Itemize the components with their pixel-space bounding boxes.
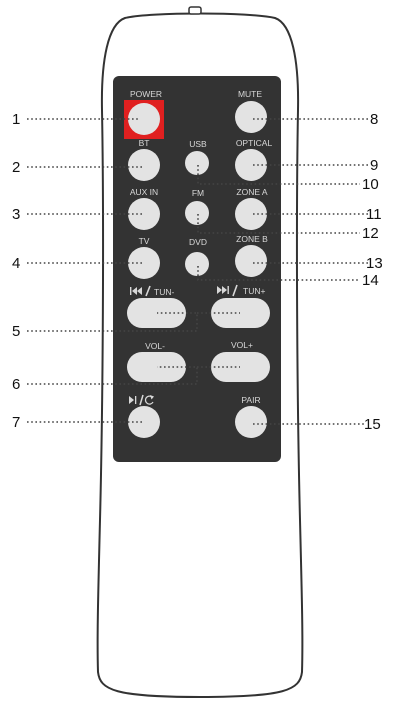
- vol-minus-button[interactable]: [127, 352, 186, 382]
- callout-6: 6: [12, 376, 20, 393]
- callout-4: 4: [12, 255, 20, 272]
- zone-b-label: ZONE B: [236, 234, 268, 244]
- leader-14: [197, 266, 360, 281]
- callout-8: 8: [370, 111, 378, 128]
- callout-2: 2: [12, 159, 20, 176]
- tv-label: TV: [139, 236, 150, 246]
- fm-button[interactable]: [185, 201, 209, 225]
- skip-back-icon: [130, 285, 151, 297]
- callout-5: 5: [12, 323, 20, 340]
- callout-15: 15: [364, 416, 381, 433]
- callout-1: 1: [12, 111, 20, 128]
- bt-label: BT: [139, 138, 150, 148]
- usb-button[interactable]: [185, 151, 209, 175]
- callout-9: 9: [370, 157, 378, 174]
- callout-12: 12: [362, 225, 379, 242]
- tun-plus-button[interactable]: [211, 298, 270, 328]
- leader-6: [27, 366, 198, 385]
- vol-plus-label: VOL+: [231, 340, 253, 350]
- callout-7: 7: [12, 414, 20, 431]
- play-pause-repeat-button[interactable]: [128, 406, 160, 438]
- zone-b-button[interactable]: [235, 245, 267, 277]
- optical-label: OPTICAL: [236, 138, 273, 148]
- usb-label: USB: [189, 139, 207, 149]
- power-label: POWER: [130, 89, 162, 99]
- mute-button[interactable]: [235, 101, 267, 133]
- callout-11: 11: [366, 206, 382, 223]
- power-button[interactable]: [128, 103, 160, 135]
- bt-button[interactable]: [128, 149, 160, 181]
- tun-plus-label: TUN+: [243, 286, 265, 296]
- fm-label: FM: [192, 188, 204, 198]
- pair-button[interactable]: [235, 406, 267, 438]
- callout-13: 13: [366, 255, 383, 272]
- ir-window: [188, 6, 202, 15]
- tun-minus-button[interactable]: [127, 298, 186, 328]
- aux-in-button[interactable]: [128, 198, 160, 230]
- tun-minus-label: TUN-: [154, 287, 174, 297]
- callout-10: 10: [362, 176, 379, 193]
- dvd-button[interactable]: [185, 252, 209, 276]
- callout-14: 14: [362, 272, 379, 289]
- dvd-label: DVD: [189, 237, 207, 247]
- pair-label: PAIR: [241, 395, 260, 405]
- leader-lines: [27, 118, 368, 425]
- tv-button[interactable]: [128, 247, 160, 279]
- leader-12: [197, 214, 360, 234]
- zone-a-label: ZONE A: [236, 187, 268, 197]
- vol-minus-label: VOL-: [145, 341, 165, 351]
- mute-label: MUTE: [238, 89, 262, 99]
- aux-in-label: AUX IN: [130, 187, 158, 197]
- optical-button[interactable]: [235, 149, 267, 181]
- vol-plus-button[interactable]: [211, 352, 270, 382]
- callout-3: 3: [12, 206, 20, 223]
- zone-a-button[interactable]: [235, 198, 267, 230]
- play-pause-repeat-icon: [129, 394, 154, 406]
- leader-10: [197, 165, 360, 185]
- skip-forward-icon: [217, 284, 238, 297]
- leader-5: [27, 312, 198, 332]
